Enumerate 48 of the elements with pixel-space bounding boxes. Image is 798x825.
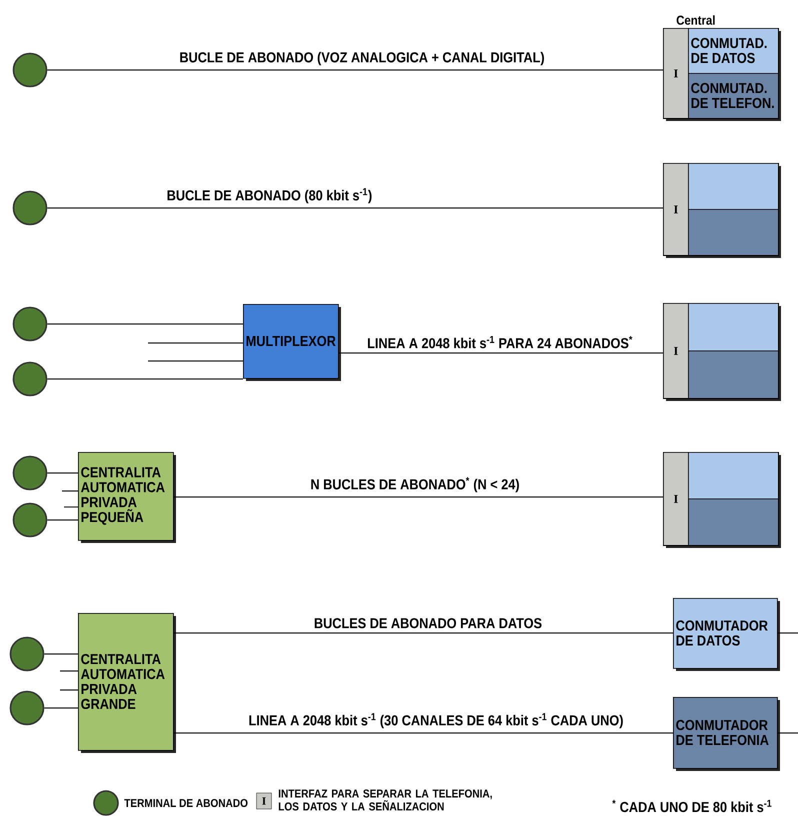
connector-line bbox=[173, 732, 674, 734]
connector-line bbox=[60, 670, 78, 672]
connector-line bbox=[338, 352, 664, 354]
edge-label: BUCLE DE ABONADO (VOZ ANALOGICA + CANAL DIGITAL) bbox=[178, 50, 546, 67]
node-label: Central bbox=[676, 15, 715, 25]
connector-line bbox=[173, 632, 674, 634]
connector-line bbox=[777, 732, 798, 734]
switch-box bbox=[688, 163, 779, 210]
pbx-box: CENTRALITA AUTOMATICA PRIVADA PEQUEÑA bbox=[78, 452, 176, 543]
connector-line bbox=[777, 632, 798, 634]
legend-text: INTERFAZ PARA SEPARAR LA TELEFONIA, LOS DATOS Y LA SEÑALIZACION bbox=[278, 789, 492, 811]
legend-text: TERMINAL DE ABONADO bbox=[124, 798, 248, 808]
connector-line bbox=[46, 378, 244, 380]
edge-label: LINEA A 2048 kbit s$^{-1}$ PARA 24 ABONADOS$^{*}$ bbox=[366, 334, 634, 350]
connector-line bbox=[64, 506, 78, 508]
switch-box bbox=[688, 498, 779, 546]
connector-line bbox=[173, 496, 664, 498]
interface-strip: I bbox=[663, 452, 689, 546]
switch-box: CONMUTADOR DE DATOS bbox=[673, 598, 780, 671]
terminal-circle bbox=[12, 190, 48, 226]
interface-strip: I bbox=[663, 163, 689, 256]
edge-label: BUCLE DE ABONADO (80 kbit s$^{-1}$) bbox=[165, 186, 374, 205]
footnote: $^{*}$ CADA UNO DE 80 kbit s$^{-1}$ bbox=[612, 800, 772, 812]
edge-label: N BUCLES DE ABONADO$^{*}$ (N < 24) bbox=[308, 476, 522, 494]
terminal-circle bbox=[10, 690, 44, 726]
terminal-circle bbox=[12, 502, 48, 538]
switch-box bbox=[688, 350, 779, 399]
switch-box: CONMUTADOR DE TELEFONIA bbox=[673, 697, 780, 771]
terminal-circle bbox=[12, 52, 48, 88]
terminal-circle bbox=[12, 306, 48, 342]
edge-label: LINEA A 2048 kbit s$^{-1}$ (30 CANALES DE 64 kbit s$^{-1}$ CADA UNO) bbox=[247, 712, 625, 730]
connector-line bbox=[148, 360, 244, 362]
switch-box bbox=[688, 209, 779, 256]
switch-box bbox=[688, 303, 779, 352]
edge-label: BUCLES DE ABONADO PARA DATOS bbox=[312, 616, 544, 630]
terminal-circle bbox=[12, 456, 48, 490]
interface-strip: I bbox=[663, 303, 689, 399]
switch-box bbox=[688, 452, 779, 500]
switch-box: CONMUTAD. DE DATOS bbox=[688, 28, 779, 74]
connector-line bbox=[62, 490, 78, 492]
pbx-box: CENTRALITA AUTOMATICA PRIVADA GRANDE bbox=[78, 613, 176, 753]
terminal-circle bbox=[10, 636, 44, 672]
switch-box: CONMUTAD. DE TELEFON. bbox=[688, 73, 779, 119]
multiplexer-box: MULTIPLEXOR bbox=[243, 304, 341, 381]
connector-line bbox=[148, 342, 244, 344]
interface-strip: I bbox=[663, 28, 689, 119]
terminal-circle bbox=[12, 362, 48, 396]
connector-line bbox=[46, 472, 78, 474]
